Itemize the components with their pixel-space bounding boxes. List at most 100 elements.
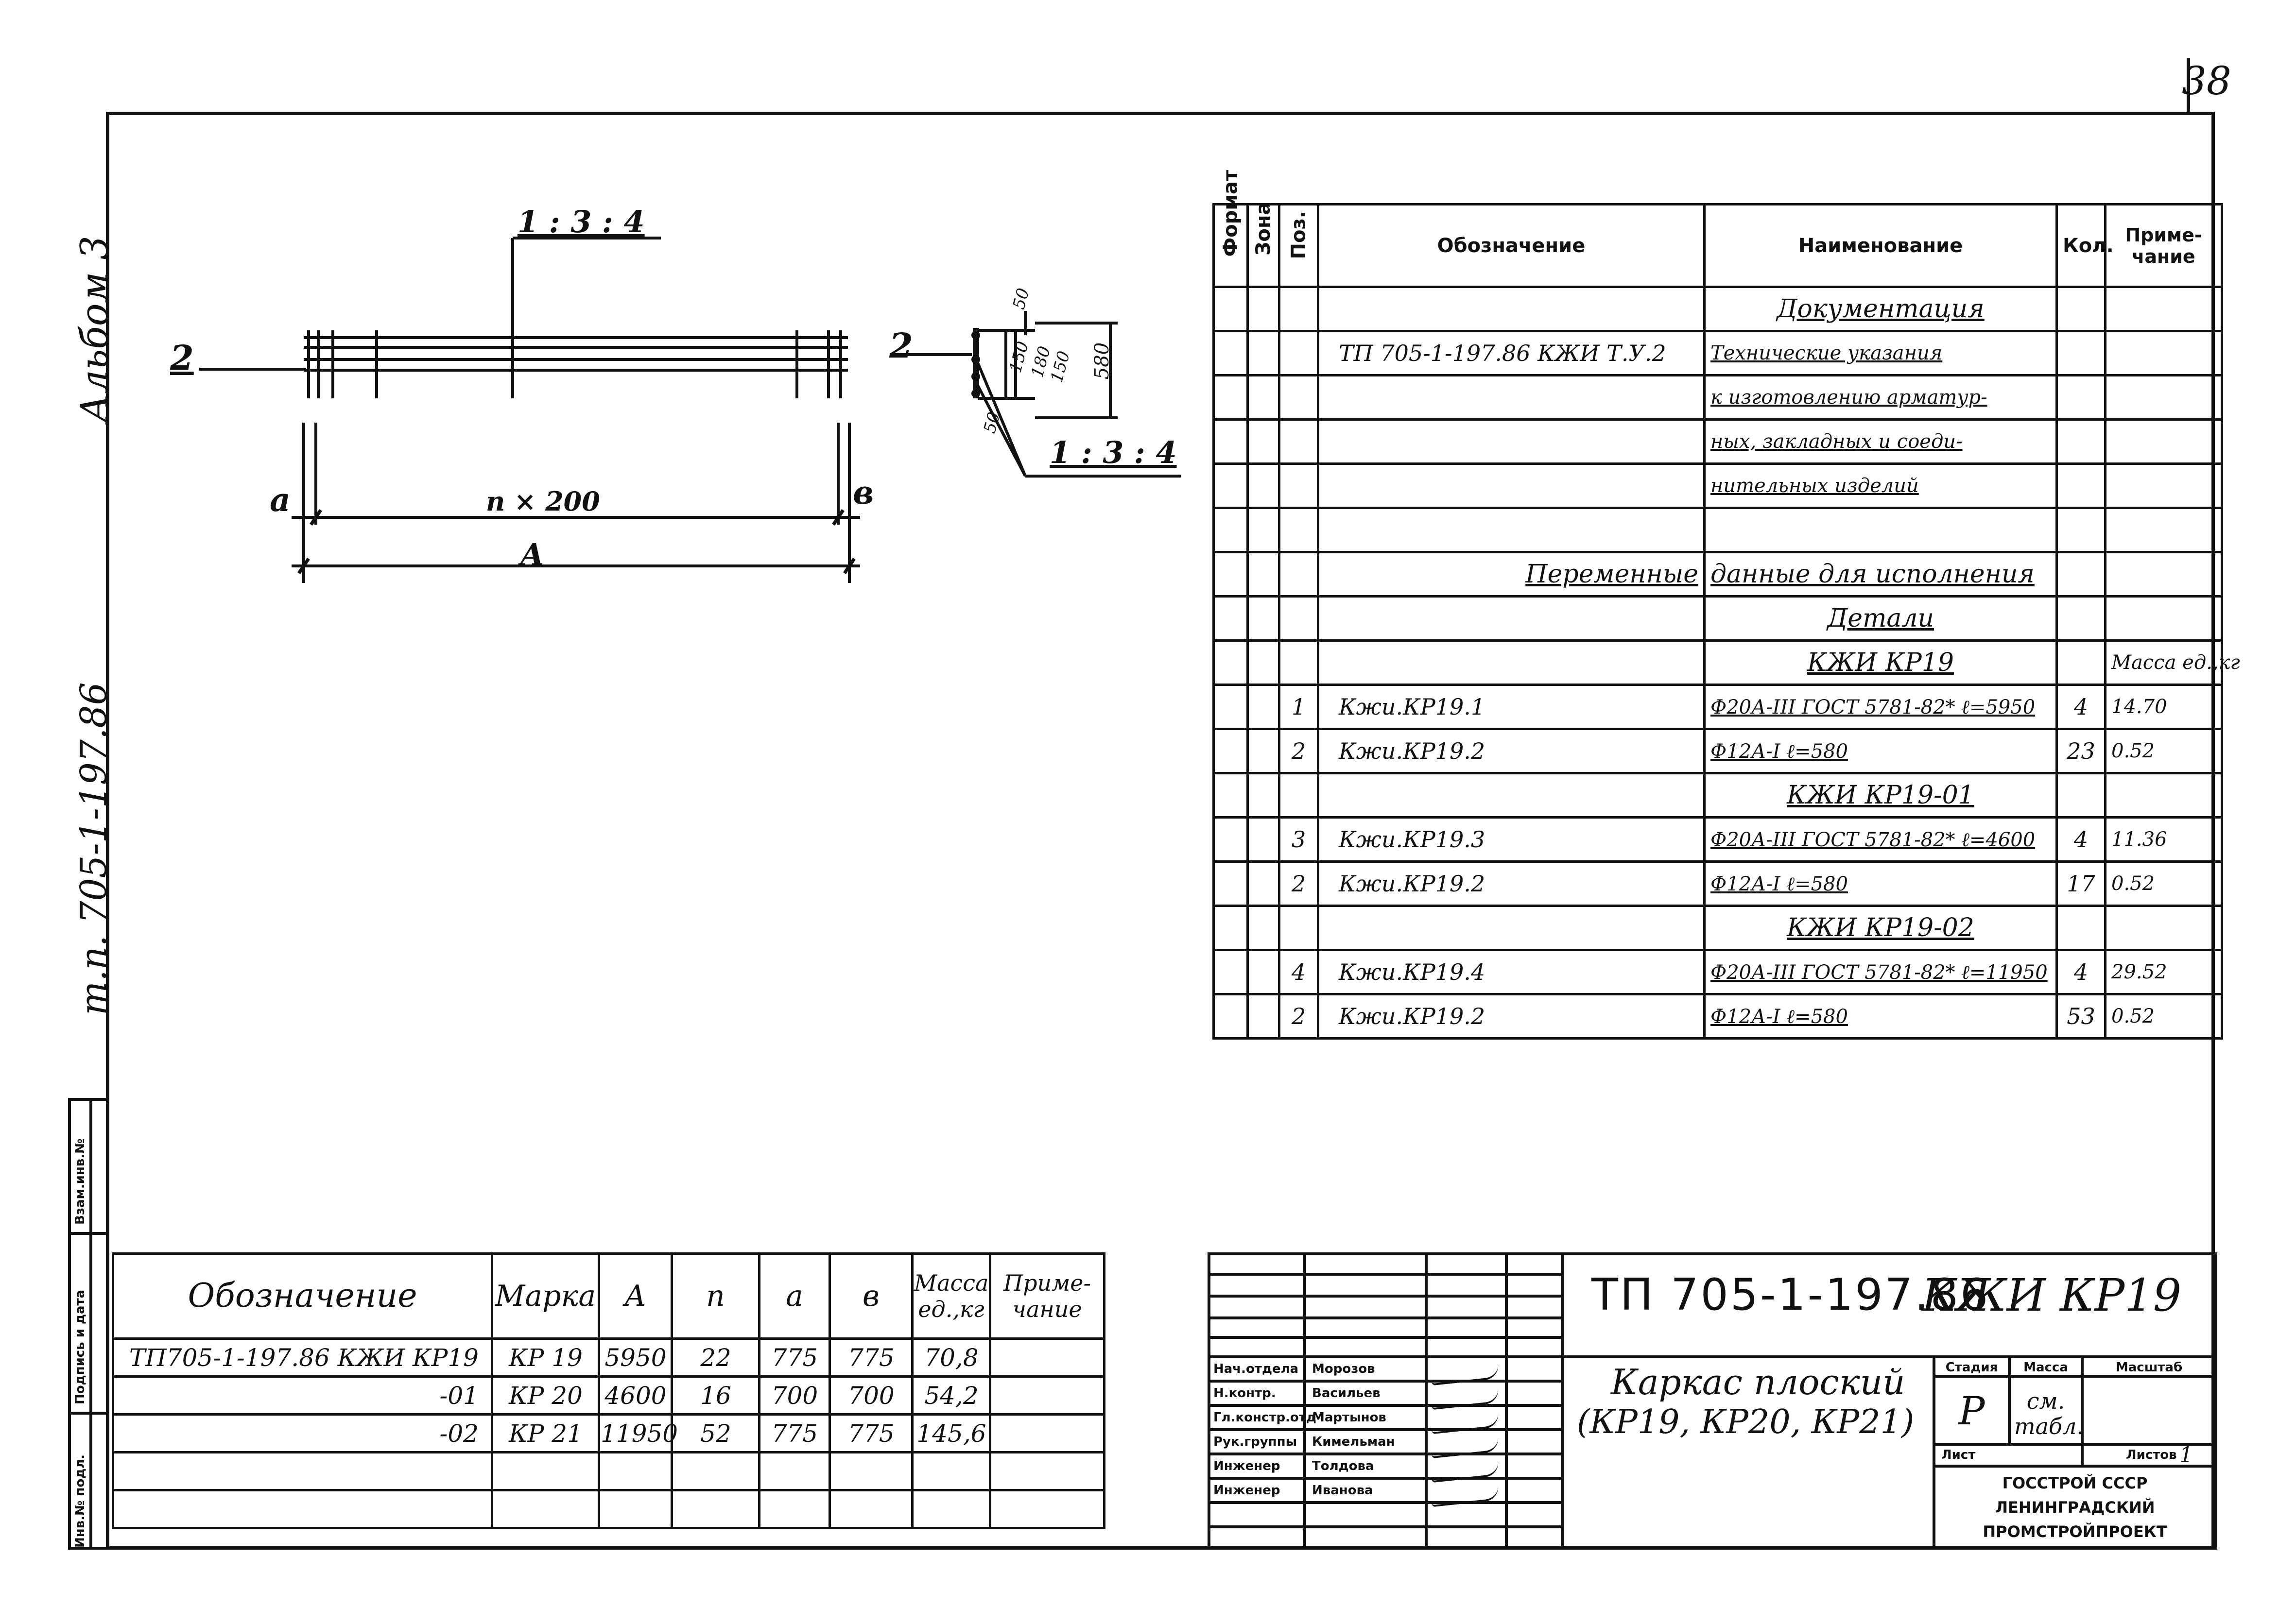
sheets-value: 1	[2179, 1443, 2193, 1468]
archive-stamp: Инв.№ подл. Подпись и дата Взам.инв.№	[68, 1098, 109, 1550]
variants-header-0: Обозначение	[112, 1252, 493, 1340]
ratio-label-side: 1 : 3 : 4	[1050, 435, 1177, 470]
variants-cell	[598, 1489, 673, 1529]
sheet-label: Лист	[1941, 1448, 1976, 1462]
org-line-3: ПРОМСТРОЙПРОЕКТ	[1983, 1522, 2167, 1541]
spec-cell-pos: 2	[1278, 728, 1319, 774]
title-mark: КЖИ КР19	[1922, 1269, 2182, 1321]
variants-cell	[829, 1451, 914, 1491]
variants-header-5: в	[829, 1252, 914, 1340]
spec-cell-pos	[1278, 418, 1319, 465]
spec-cell-qty: 17	[2055, 860, 2106, 907]
variants-header-6: Масса ед.,кг	[911, 1252, 991, 1340]
spec-row: нительных изделий	[1212, 462, 2223, 509]
spec-cell-name: Ф12А-I ℓ=580	[1703, 860, 2058, 907]
spec-cell-name: нительных изделий	[1703, 462, 2058, 509]
spec-cell-zone	[1246, 595, 1280, 642]
spec-cell-format	[1212, 286, 1249, 332]
spec-cell-name: КЖИ КР19-02	[1703, 905, 2058, 951]
project-code-vertical: т.п. 705-1-197.86	[73, 682, 115, 1015]
spec-header-designation: Обозначение	[1317, 203, 1706, 288]
spec-cell-name: КЖИ КР19	[1703, 639, 2058, 686]
spec-cell-note: 14.70	[2104, 684, 2223, 730]
variants-cell: 775	[758, 1413, 831, 1453]
spec-cell-format	[1212, 374, 1249, 421]
spec-cell-zone	[1246, 860, 1280, 907]
spec-cell-pos: 2	[1278, 993, 1319, 1040]
spec-cell-name: Технические указания	[1703, 330, 2058, 376]
variants-cell	[112, 1489, 493, 1529]
spec-cell-format	[1212, 772, 1249, 819]
spec-cell-note	[2104, 595, 2223, 642]
spec-cell-zone	[1246, 507, 1280, 553]
variants-cell: 52	[671, 1413, 760, 1453]
variants-cell: ТП705-1-197.86 КЖИ КР19	[112, 1337, 493, 1378]
spec-cell-pos: 4	[1278, 949, 1319, 995]
spec-cell-zone	[1246, 639, 1280, 686]
spec-cell-qty	[2055, 595, 2106, 642]
page-number: 38	[2182, 58, 2231, 103]
spec-cell-qty	[2055, 374, 2106, 421]
variants-cell: -02	[112, 1413, 493, 1453]
staff-role: Гл.констр.отд	[1213, 1410, 1316, 1425]
spec-cell-pos	[1278, 639, 1319, 686]
variants-cell: 22	[671, 1337, 760, 1378]
variants-row	[112, 1451, 1105, 1491]
spec-cell-qty	[2055, 286, 2106, 332]
staff-role: Инженер	[1213, 1483, 1280, 1498]
variants-cell: 11950	[598, 1413, 678, 1453]
variants-cell	[829, 1489, 914, 1529]
spec-cell-designation	[1317, 374, 1706, 421]
spec-header-zone: Зона	[1246, 202, 1280, 288]
staff-name: Иванова	[1312, 1483, 1373, 1498]
spec-cell-format	[1212, 639, 1249, 686]
cage-drawing	[199, 237, 1181, 583]
title-block: ТП 705-1-197.86 КЖИ КР19 Каркас плоский …	[1208, 1252, 2218, 1550]
spec-row: КЖИ КР19-02	[1212, 905, 2223, 951]
spec-cell-pos	[1278, 286, 1319, 332]
spec-cell-zone	[1246, 993, 1280, 1040]
spec-cell-name: данные для исполнения	[1703, 551, 2058, 598]
org-line-2: ЛЕНИНГРАДСКИЙ	[1995, 1498, 2155, 1517]
dim-label-b: в	[853, 474, 874, 512]
spec-cell-name	[1703, 507, 2058, 553]
spec-cell-designation	[1317, 507, 1706, 553]
side-dim-580: 580	[1091, 342, 1114, 380]
spec-cell-pos: 1	[1278, 684, 1319, 730]
title-line-2: (КР19, КР20, КР21)	[1577, 1403, 1915, 1441]
staff-name: Толдова	[1312, 1459, 1374, 1473]
spec-cell-designation	[1317, 639, 1706, 686]
variants-cell: 775	[758, 1337, 831, 1378]
spec-cell-pos: 3	[1278, 816, 1319, 863]
spec-cell-designation	[1317, 905, 1706, 951]
spec-cell-qty: 23	[2055, 728, 2106, 774]
stamp-sign-label: Подпись и дата	[73, 1289, 87, 1404]
spec-cell-name: КЖИ КР19-01	[1703, 772, 2058, 819]
spec-cell-designation: Кжи.КР19.2	[1317, 728, 1706, 774]
spec-cell-note: 29.52	[2104, 949, 2223, 995]
variants-cell	[911, 1489, 991, 1529]
variants-cell	[491, 1451, 600, 1491]
spec-cell-pos: 2	[1278, 860, 1319, 907]
stamp-inv-label: Инв.№ подл.	[73, 1454, 87, 1548]
stage-value: Р	[1958, 1388, 1985, 1434]
spec-cell-format	[1212, 595, 1249, 642]
spec-cell-qty	[2055, 330, 2106, 376]
spec-cell-note: 0.52	[2104, 860, 2223, 907]
spec-cell-qty	[2055, 462, 2106, 509]
spec-cell-note	[2104, 418, 2223, 465]
spec-cell-pos	[1278, 551, 1319, 598]
spec-cell-note	[2104, 374, 2223, 421]
variants-cell: 700	[829, 1375, 914, 1416]
variants-cell: 145,6	[911, 1413, 991, 1453]
title-block-grid	[1208, 1252, 2217, 1550]
spec-cell-pos	[1278, 595, 1319, 642]
spec-cell-name: Ф20А-III ГОСТ 5781-82* ℓ=11950	[1703, 949, 2058, 995]
spec-cell-qty	[2055, 551, 2106, 598]
spec-row: ных, закладных и соеди-	[1212, 418, 2223, 465]
